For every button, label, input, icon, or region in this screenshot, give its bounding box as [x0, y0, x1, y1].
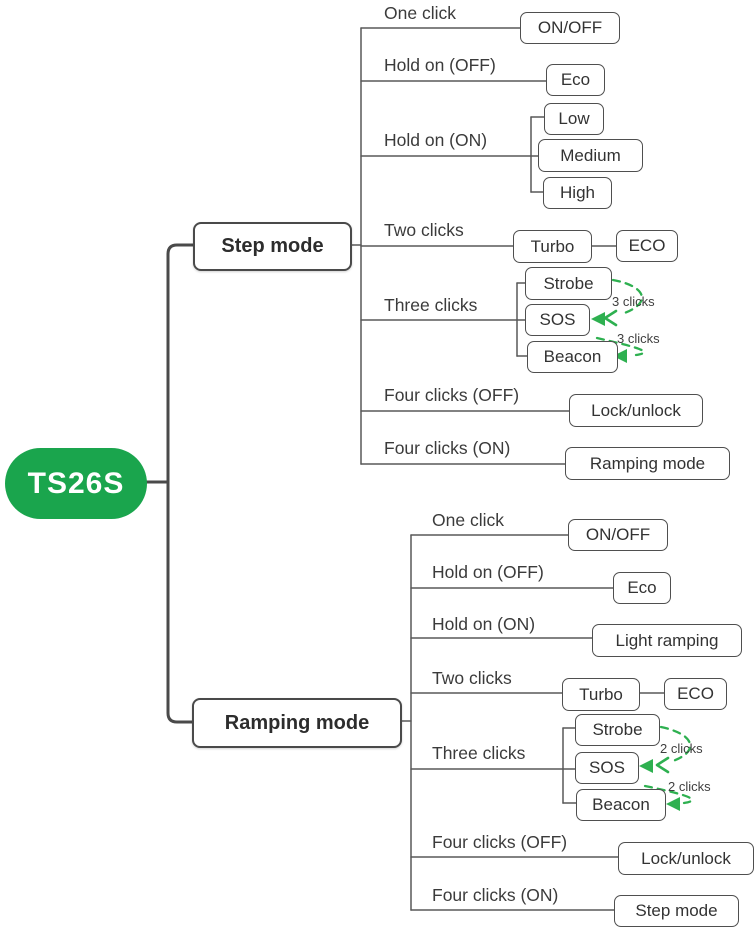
- step-leaf-beacon: Beacon: [527, 341, 618, 373]
- step-row-label-hold-off: Hold on (OFF): [384, 55, 496, 75]
- ramping-leaf-lock-unlock: Lock/unlock: [618, 842, 754, 875]
- step-arrow-label-strobe-sos: 3 clicks: [612, 294, 655, 309]
- step-leaf-medium: Medium: [538, 139, 643, 172]
- step-leaf-high: High: [543, 177, 612, 209]
- ramping-arrow-label-strobe-sos: 2 clicks: [660, 741, 703, 756]
- ramping-leaf-turbo: Turbo: [562, 678, 640, 711]
- branch-wires: [347, 27, 665, 911]
- ramping-row-label-two-clicks: Two clicks: [432, 668, 512, 688]
- branch-step-mode: Step mode: [193, 222, 352, 271]
- ramping-row-label-hold-on: Hold on (ON): [432, 614, 536, 634]
- step-leaf-turbo: Turbo: [513, 230, 592, 263]
- ramping-leaf-beacon: Beacon: [576, 789, 666, 821]
- step-row-label-three-clicks: Three clicks: [384, 295, 478, 315]
- ramping-leaf-step-mode: Step mode: [614, 895, 739, 927]
- dashed-arrow-curves: [595, 278, 693, 805]
- ramping-row-label-hold-off: Hold on (OFF): [432, 562, 544, 582]
- step-row-label-two-clicks: Two clicks: [384, 220, 464, 240]
- ramping-leaf-sos: SOS: [575, 752, 639, 784]
- ramping-row-label-four-clicks-on: Four clicks (ON): [432, 885, 559, 905]
- ramping-leaf-on-off: ON/OFF: [568, 519, 668, 551]
- step-row-label-four-clicks-off: Four clicks (OFF): [384, 385, 520, 405]
- ramping-leaf-strobe: Strobe: [575, 714, 660, 746]
- step-leaf-strobe: Strobe: [525, 267, 612, 300]
- step-leaf-eco: Eco: [546, 64, 605, 96]
- root-trunk: [145, 243, 195, 724]
- ramping-row-label-one-click: One click: [432, 510, 504, 530]
- ramping-row-label-three-clicks: Three clicks: [432, 743, 526, 763]
- step-row-label-one-click: One click: [384, 3, 456, 23]
- step-leaf-sos: SOS: [525, 304, 590, 336]
- step-leaf-low: Low: [544, 103, 604, 135]
- root-node-ts26s: TS26S: [5, 448, 147, 519]
- step-leaf-lock-unlock: Lock/unlock: [569, 394, 703, 427]
- ramping-arrow-label-sos-beacon: 2 clicks: [668, 779, 711, 794]
- step-leaf-ramping-mode: Ramping mode: [565, 447, 730, 480]
- step-row-label-four-clicks-on: Four clicks (ON): [384, 438, 511, 458]
- ramping-leaf-light-ramping: Light ramping: [592, 624, 742, 657]
- step-arrow-label-sos-beacon: 3 clicks: [617, 331, 660, 346]
- ramping-row-label-four-clicks-off: Four clicks (OFF): [432, 832, 568, 852]
- step-row-label-hold-on: Hold on (ON): [384, 130, 488, 150]
- dashed-arrow-heads: [591, 312, 680, 811]
- ramping-leaf-eco-turbo: ECO: [664, 678, 727, 710]
- step-leaf-eco-turbo: ECO: [616, 230, 678, 262]
- step-leaf-on-off: ON/OFF: [520, 12, 620, 44]
- ramping-leaf-eco: Eco: [613, 572, 671, 604]
- branch-ramping-mode: Ramping mode: [192, 698, 402, 748]
